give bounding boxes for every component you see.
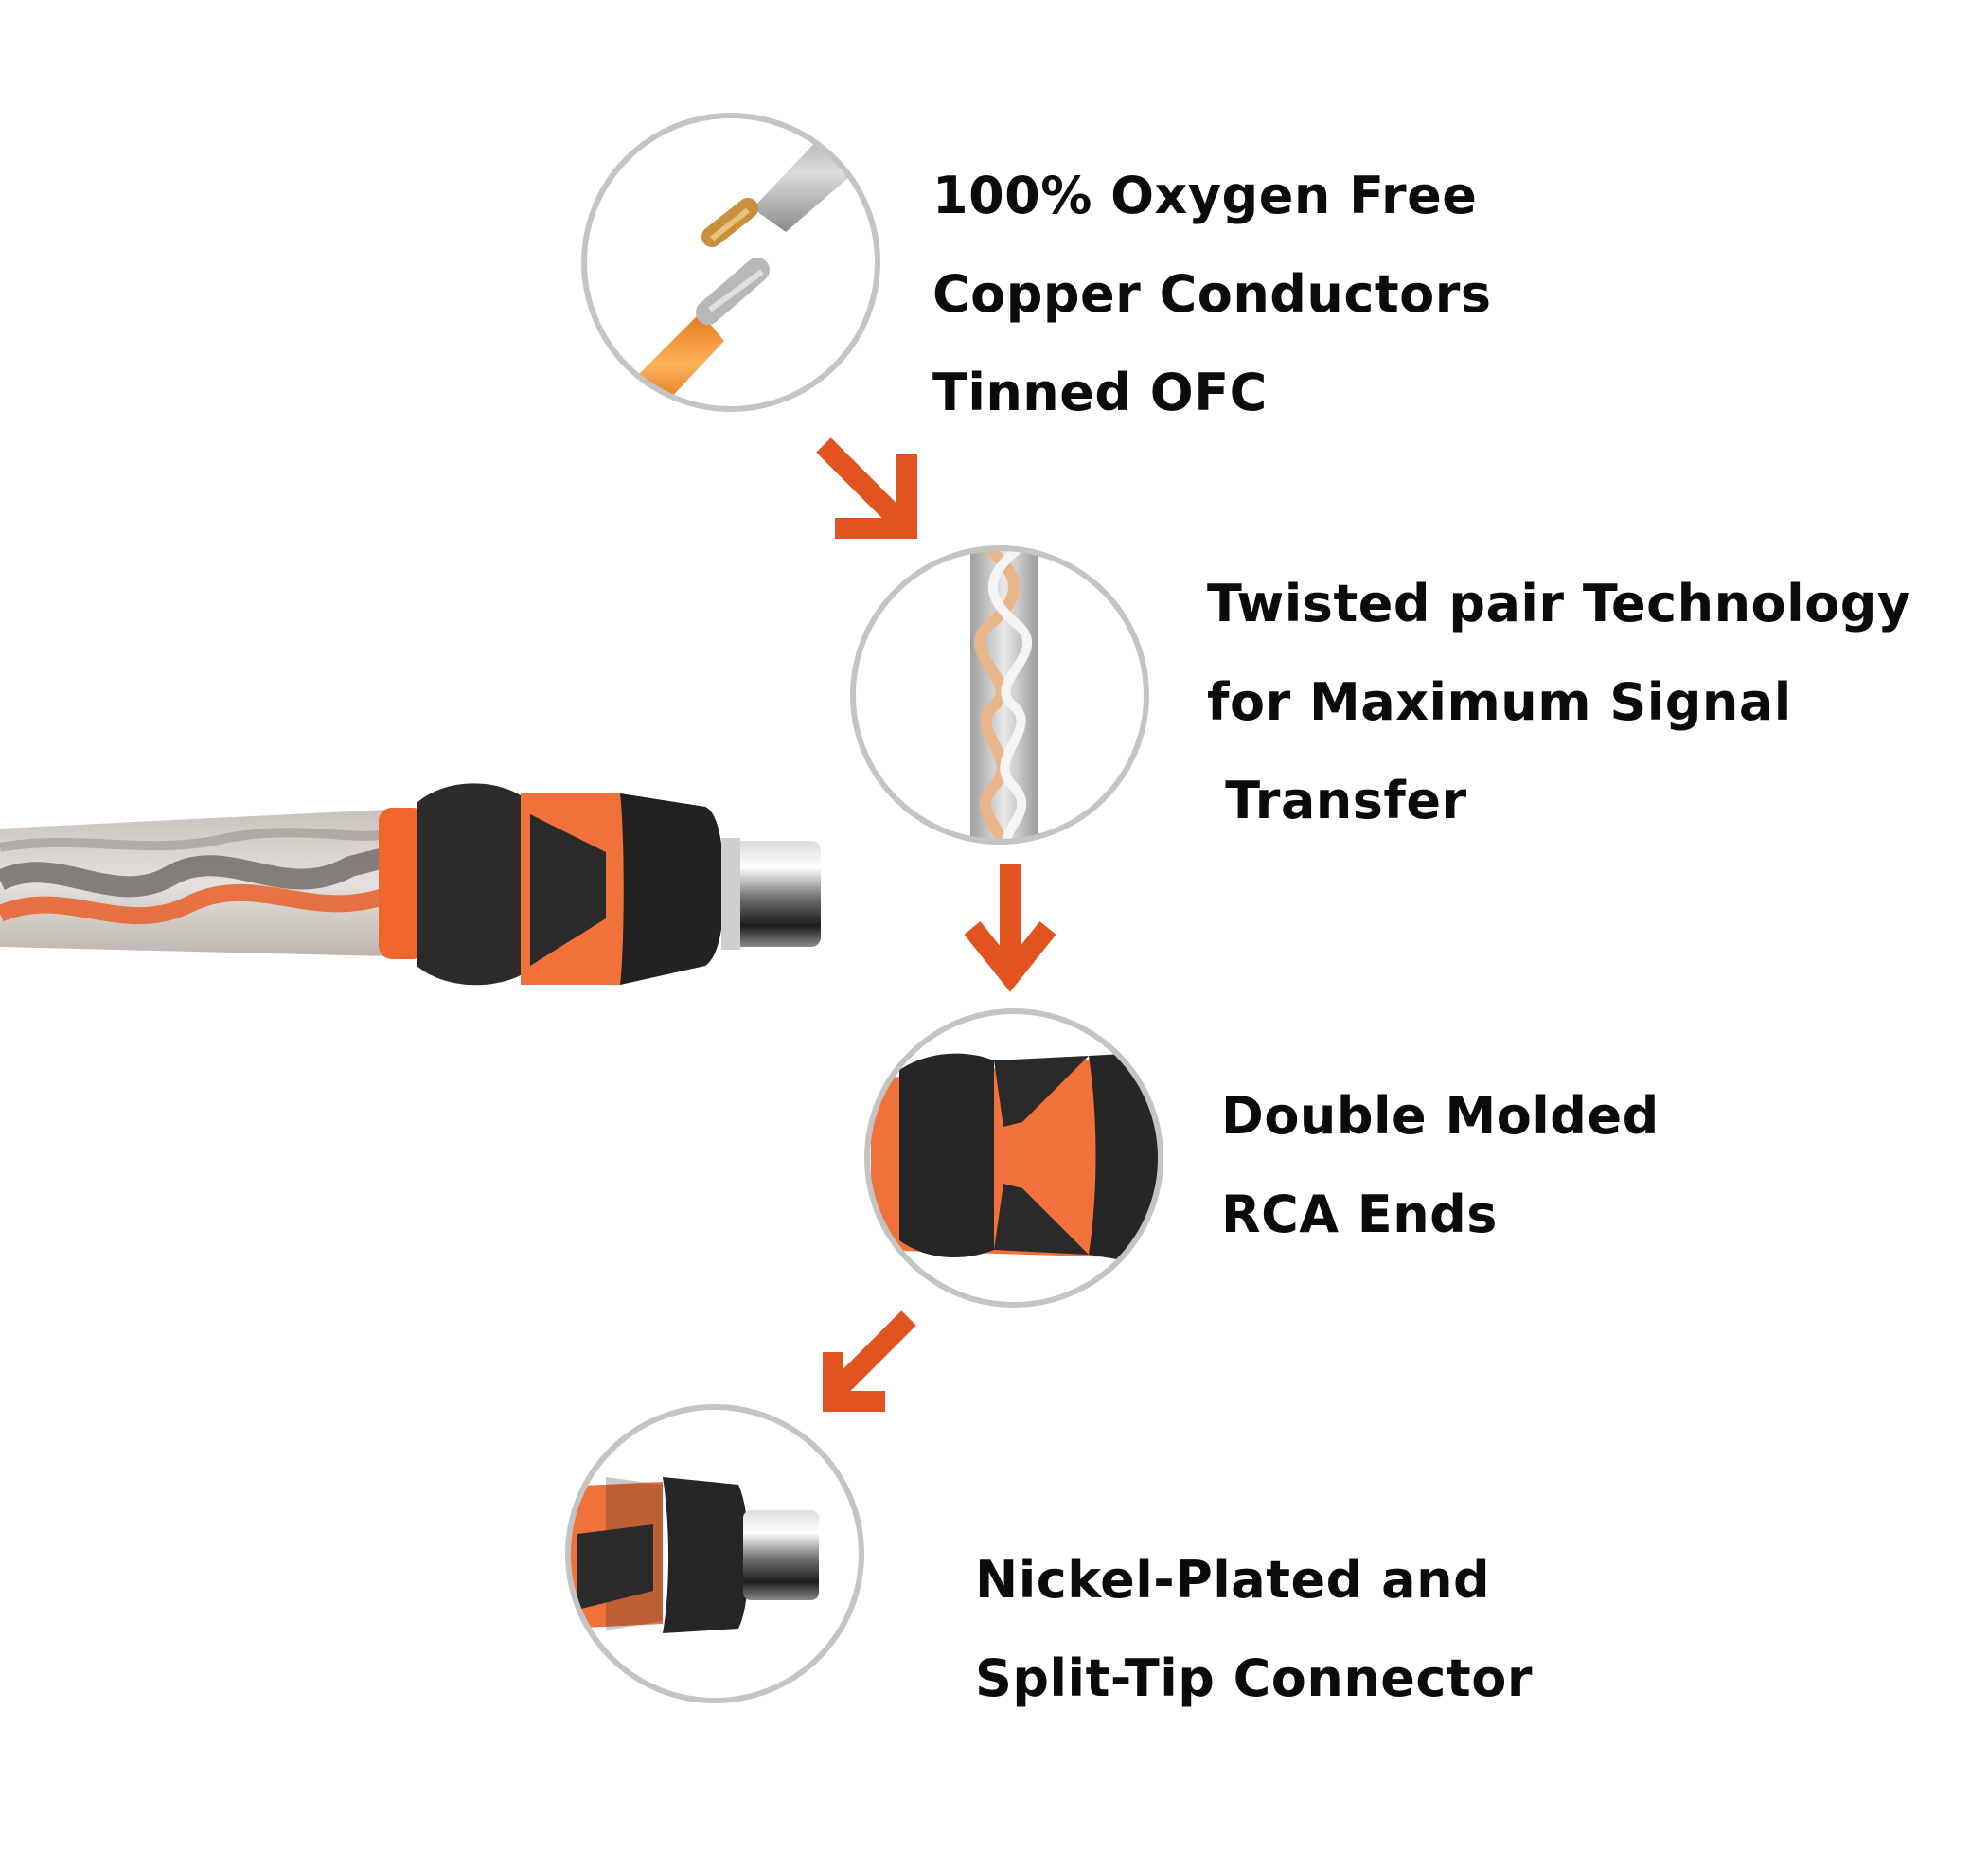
feature-nickel-plated-text: Nickel-Plated and Split-Tip Connector (975, 1531, 1533, 1728)
feature-nickel-plated-line-2: Split-Tip Connector (975, 1648, 1533, 1708)
feature-twisted-pair-line-2: for Maximum Signal (1207, 672, 1792, 732)
nickel-plated-tip-icon (565, 1404, 864, 1703)
feature-nickel-plated-line-1: Nickel-Plated and (975, 1550, 1491, 1610)
double-molded-end-icon (864, 1008, 1163, 1308)
feature-ofc-text: 100% Oxygen Free Copper Conductors Tinne… (932, 147, 1492, 442)
feature-ofc-line-3: Tinned OFC (932, 363, 1268, 422)
feature-twisted-pair-text: Twisted pair Technology for Maximum Sign… (1207, 555, 1911, 850)
feature-twisted-pair-line-3: Transfer (1207, 771, 1467, 830)
feature-ofc-line-1: 100% Oxygen Free (932, 166, 1478, 225)
twisted-pair-icon (850, 545, 1149, 845)
rca-cable-main (0, 783, 821, 986)
feature-twisted-pair-line-1: Twisted pair Technology (1207, 574, 1911, 633)
feature-ofc-line-2: Copper Conductors (932, 264, 1492, 324)
feature-double-molded-line-1: Double Molded (1221, 1086, 1660, 1146)
arrow-down-right-icon (816, 437, 917, 539)
feature-double-molded-line-2: RCA Ends (1221, 1185, 1498, 1244)
feature-double-molded-text: Double Molded RCA Ends (1221, 1067, 1660, 1264)
stripped-wires-icon (581, 113, 880, 412)
arrow-down-icon (964, 864, 1056, 992)
arrow-down-left-icon (823, 1310, 916, 1412)
